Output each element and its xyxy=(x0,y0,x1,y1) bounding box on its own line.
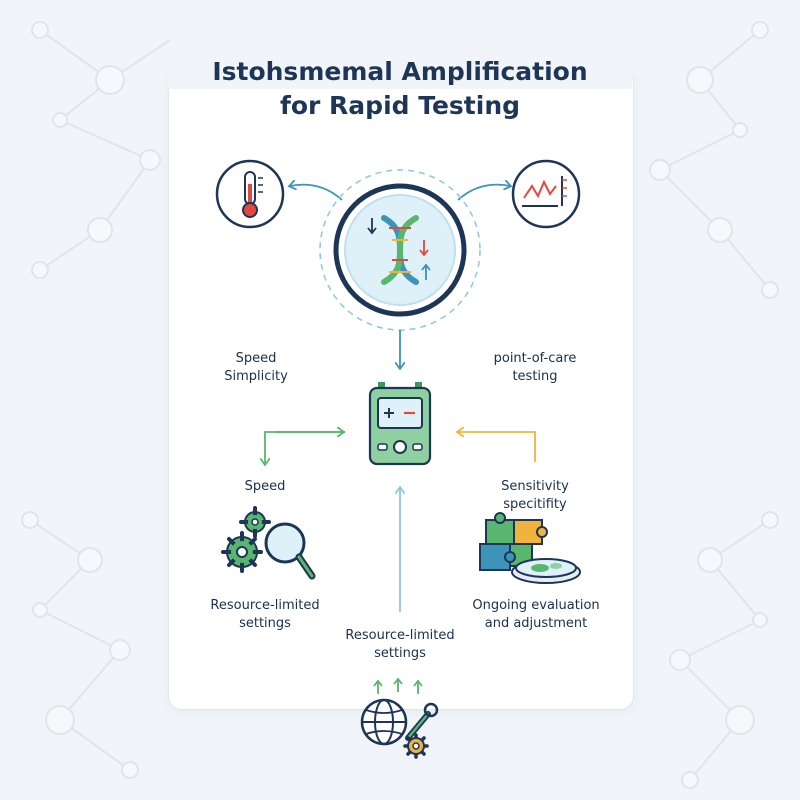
chart-monitor-icon xyxy=(511,159,581,229)
puzzle-petri-dish-icon xyxy=(479,512,581,584)
label-speed: Speed xyxy=(244,479,286,494)
arrow-to-thermometer xyxy=(290,185,343,201)
label-speed-simplicity: Speed Simplicity xyxy=(224,351,288,384)
arrow-green-left xyxy=(265,431,345,464)
arrow-orange-right xyxy=(458,432,536,462)
arrow-to-monitor xyxy=(457,185,510,201)
label-sensitivity-specificity: Sensitivity specitifity xyxy=(501,479,569,512)
title-line-2: for Rapid Testing xyxy=(279,91,521,120)
globe-wrench-gear-icon xyxy=(360,677,439,759)
title-line-1: Istohsmemal Amplification xyxy=(168,55,632,89)
page-title: Istohsmemal Amplification for Rapid Test… xyxy=(168,55,632,123)
label-point-of-care: point-of-care testing xyxy=(493,351,577,384)
label-ongoing-evaluation: Ongoing evaluation and adjustment xyxy=(472,598,600,631)
test-device-icon xyxy=(368,382,432,466)
gears-magnifier-icon xyxy=(221,506,316,580)
thermometer-icon xyxy=(215,159,285,229)
label-resource-limited-left: Resource-limited settings xyxy=(210,598,320,631)
label-resource-limited-center: Resource-limited settings xyxy=(345,628,455,661)
dna-icon xyxy=(319,169,481,331)
